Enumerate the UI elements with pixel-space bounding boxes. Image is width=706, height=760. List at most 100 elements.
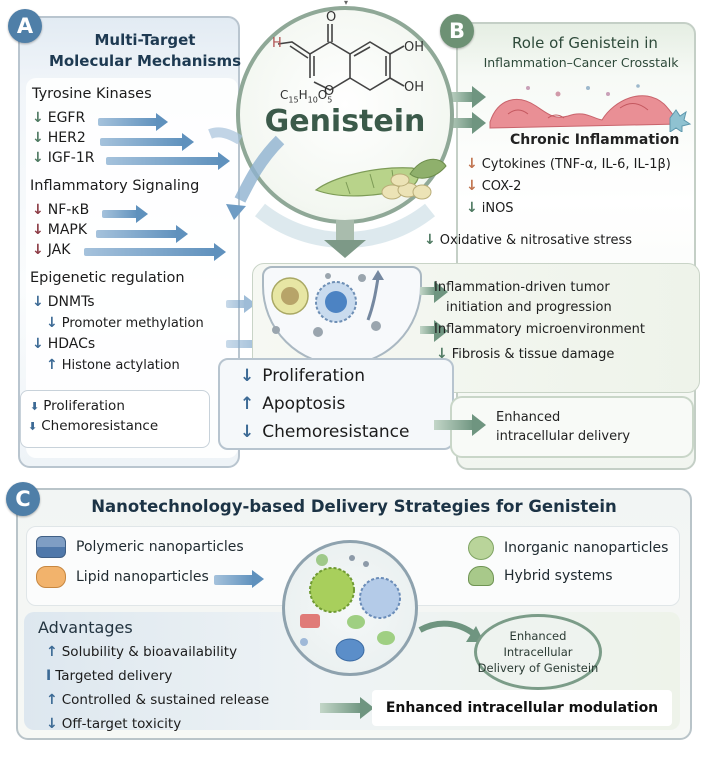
- blue-cell-nucleus: [325, 291, 347, 313]
- cell-contents-icon: [300, 554, 401, 662]
- double-bond: [289, 45, 309, 59]
- list-item-histone-acetylation: ↑ Histone actylation: [46, 357, 180, 373]
- down-arrow-icon: ↓: [240, 366, 255, 386]
- vesicle: [349, 555, 355, 561]
- np-hybrid: Hybrid systems: [468, 566, 613, 586]
- item-label: HER2: [47, 130, 86, 146]
- tumor-line1: Inflammation-driven tumor: [434, 280, 610, 295]
- down-arrow-icon: ↓: [424, 232, 436, 248]
- item-label: IGF-1R: [47, 150, 95, 166]
- down-arrow-icon: ↓: [32, 202, 44, 218]
- enhanced-delivery-oval: Enhanced Intracellular Delivery of Genis…: [474, 614, 602, 690]
- advantages-title: Advantages: [38, 618, 133, 637]
- section-heading-epigenetic-regulation: Epigenetic regulation: [30, 270, 185, 286]
- down-arrowhead: [324, 240, 366, 258]
- polymeric-nanoparticle-icon: [36, 536, 66, 558]
- enhanced-line1: Enhanced: [496, 410, 561, 425]
- bond-h: [277, 41, 311, 55]
- item-label: Cytokines (TNF-α, IL-6, IL-1β): [481, 156, 671, 172]
- summary-chemoresistance: ⬇ Chemoresistance: [28, 418, 158, 434]
- immune-cell: [669, 109, 692, 132]
- down-arrow-icon: ↓: [32, 150, 44, 166]
- modulation-box: Enhanced intracellular modulation: [372, 690, 672, 726]
- red-particle: [300, 614, 320, 628]
- blue-arrow-icon: [214, 570, 264, 588]
- blue-arrow-icon: [102, 205, 148, 223]
- item-label: iNOS: [481, 200, 514, 216]
- cell-contents-icon: [271, 270, 384, 337]
- green-arrow-icon: [448, 86, 486, 108]
- particle: [636, 84, 640, 88]
- vesicle: [325, 273, 331, 279]
- enhanced-delivery-box: [450, 396, 694, 458]
- bond-oh2: [389, 77, 405, 87]
- particle: [526, 86, 530, 90]
- down-arrow-icon: ↓: [32, 294, 44, 310]
- down-arrow-icon: ↓: [466, 156, 478, 172]
- list-item-inos: ↓ iNOS: [466, 200, 514, 216]
- down-arrow-icon: ↓: [466, 178, 478, 194]
- vesicle: [272, 326, 280, 334]
- blue-arrow-icon: [84, 243, 226, 261]
- item-label: JAK: [47, 242, 71, 258]
- bean: [390, 173, 410, 187]
- section-heading-tyrosine-kinases: Tyrosine Kinases: [32, 86, 152, 102]
- yellow-cell-nucleus: [281, 287, 299, 305]
- item-label: EGFR: [47, 110, 86, 126]
- double-bond: [353, 46, 387, 76]
- blue-arrow-icon: [106, 152, 230, 170]
- outcome-apoptosis: ↑ Apoptosis: [240, 394, 345, 414]
- summary-proliferation: ⬇ Proliferation: [30, 398, 125, 414]
- list-item-promoter-methylation: ↓ Promoter methylation: [46, 315, 204, 331]
- item-label: Proliferation: [262, 366, 366, 386]
- list-item-hdacs: ↓ HDACs: [32, 336, 95, 352]
- oval-line2: Intracellular: [503, 645, 573, 659]
- target-icon: I: [46, 668, 52, 684]
- green-nanoparticle: [309, 567, 355, 613]
- upward-arrow-icon: [366, 277, 380, 321]
- vesicle: [313, 327, 323, 337]
- up-arrow-icon: ↑: [240, 394, 255, 414]
- blue-arrow-icon: [96, 225, 188, 243]
- up-arrow-icon: ↑: [46, 692, 58, 708]
- vesicle: [316, 554, 328, 566]
- blue-curved-arrow-icon: [208, 127, 243, 145]
- down-arrow-icon: ⬇: [30, 399, 40, 413]
- panel-a-title-line2: Molecular Mechanisms: [48, 52, 242, 70]
- genistein-title: Genistein: [264, 104, 426, 139]
- molecular-formula: C15H10O5: [280, 88, 333, 105]
- item-label: Promoter methylation: [61, 315, 204, 331]
- down-arrow-icon: ↓: [32, 130, 44, 146]
- tumor-line2: initiation and progression: [446, 300, 612, 315]
- vesicle: [371, 321, 381, 331]
- list-item-egfr: ↓ EGFR: [32, 110, 85, 126]
- item-label: Solubility & bioavailability: [61, 644, 238, 660]
- vesicle: [358, 274, 366, 282]
- ring-left: [309, 41, 351, 91]
- item-label: Apoptosis: [262, 394, 346, 414]
- outcome-proliferation: ↓ Proliferation: [240, 366, 365, 386]
- green-arrow-icon: [434, 414, 486, 436]
- panel-a-summary-box: [20, 390, 210, 448]
- blue-arrow-icon: [100, 133, 194, 151]
- down-arrow-icon: ↓: [32, 336, 44, 352]
- bond-oh1: [389, 45, 405, 55]
- np-lipid: Lipid nanoparticles: [36, 566, 209, 588]
- atom-o-top: O: [326, 10, 337, 25]
- panel-b-title-line2: Inflammation–Cancer Crosstalk: [483, 55, 679, 70]
- panel-a-title-line1: Multi-Target: [94, 31, 196, 49]
- green-blob: [347, 615, 365, 629]
- top-indicator: ▾: [344, 0, 349, 7]
- item-label: Chemoresistance: [262, 422, 410, 442]
- item-label: HDACs: [47, 336, 96, 352]
- item-label: Controlled & sustained release: [61, 692, 270, 708]
- oval-line1: Enhanced: [509, 629, 567, 643]
- np-inorganic: Inorganic nanoparticles: [468, 536, 668, 560]
- microenvironment-text: Inflammatory microenvironment: [434, 322, 645, 337]
- list-item-nfkb: ↓ NF-κB: [32, 202, 89, 218]
- down-arrow-icon: ↓: [32, 242, 44, 258]
- item-label: Proliferation: [43, 398, 125, 414]
- panel-a-title: Multi-Target Molecular Mechanisms: [40, 30, 250, 72]
- upward-arrowhead: [372, 270, 384, 280]
- green-arrow-icon: [444, 112, 486, 134]
